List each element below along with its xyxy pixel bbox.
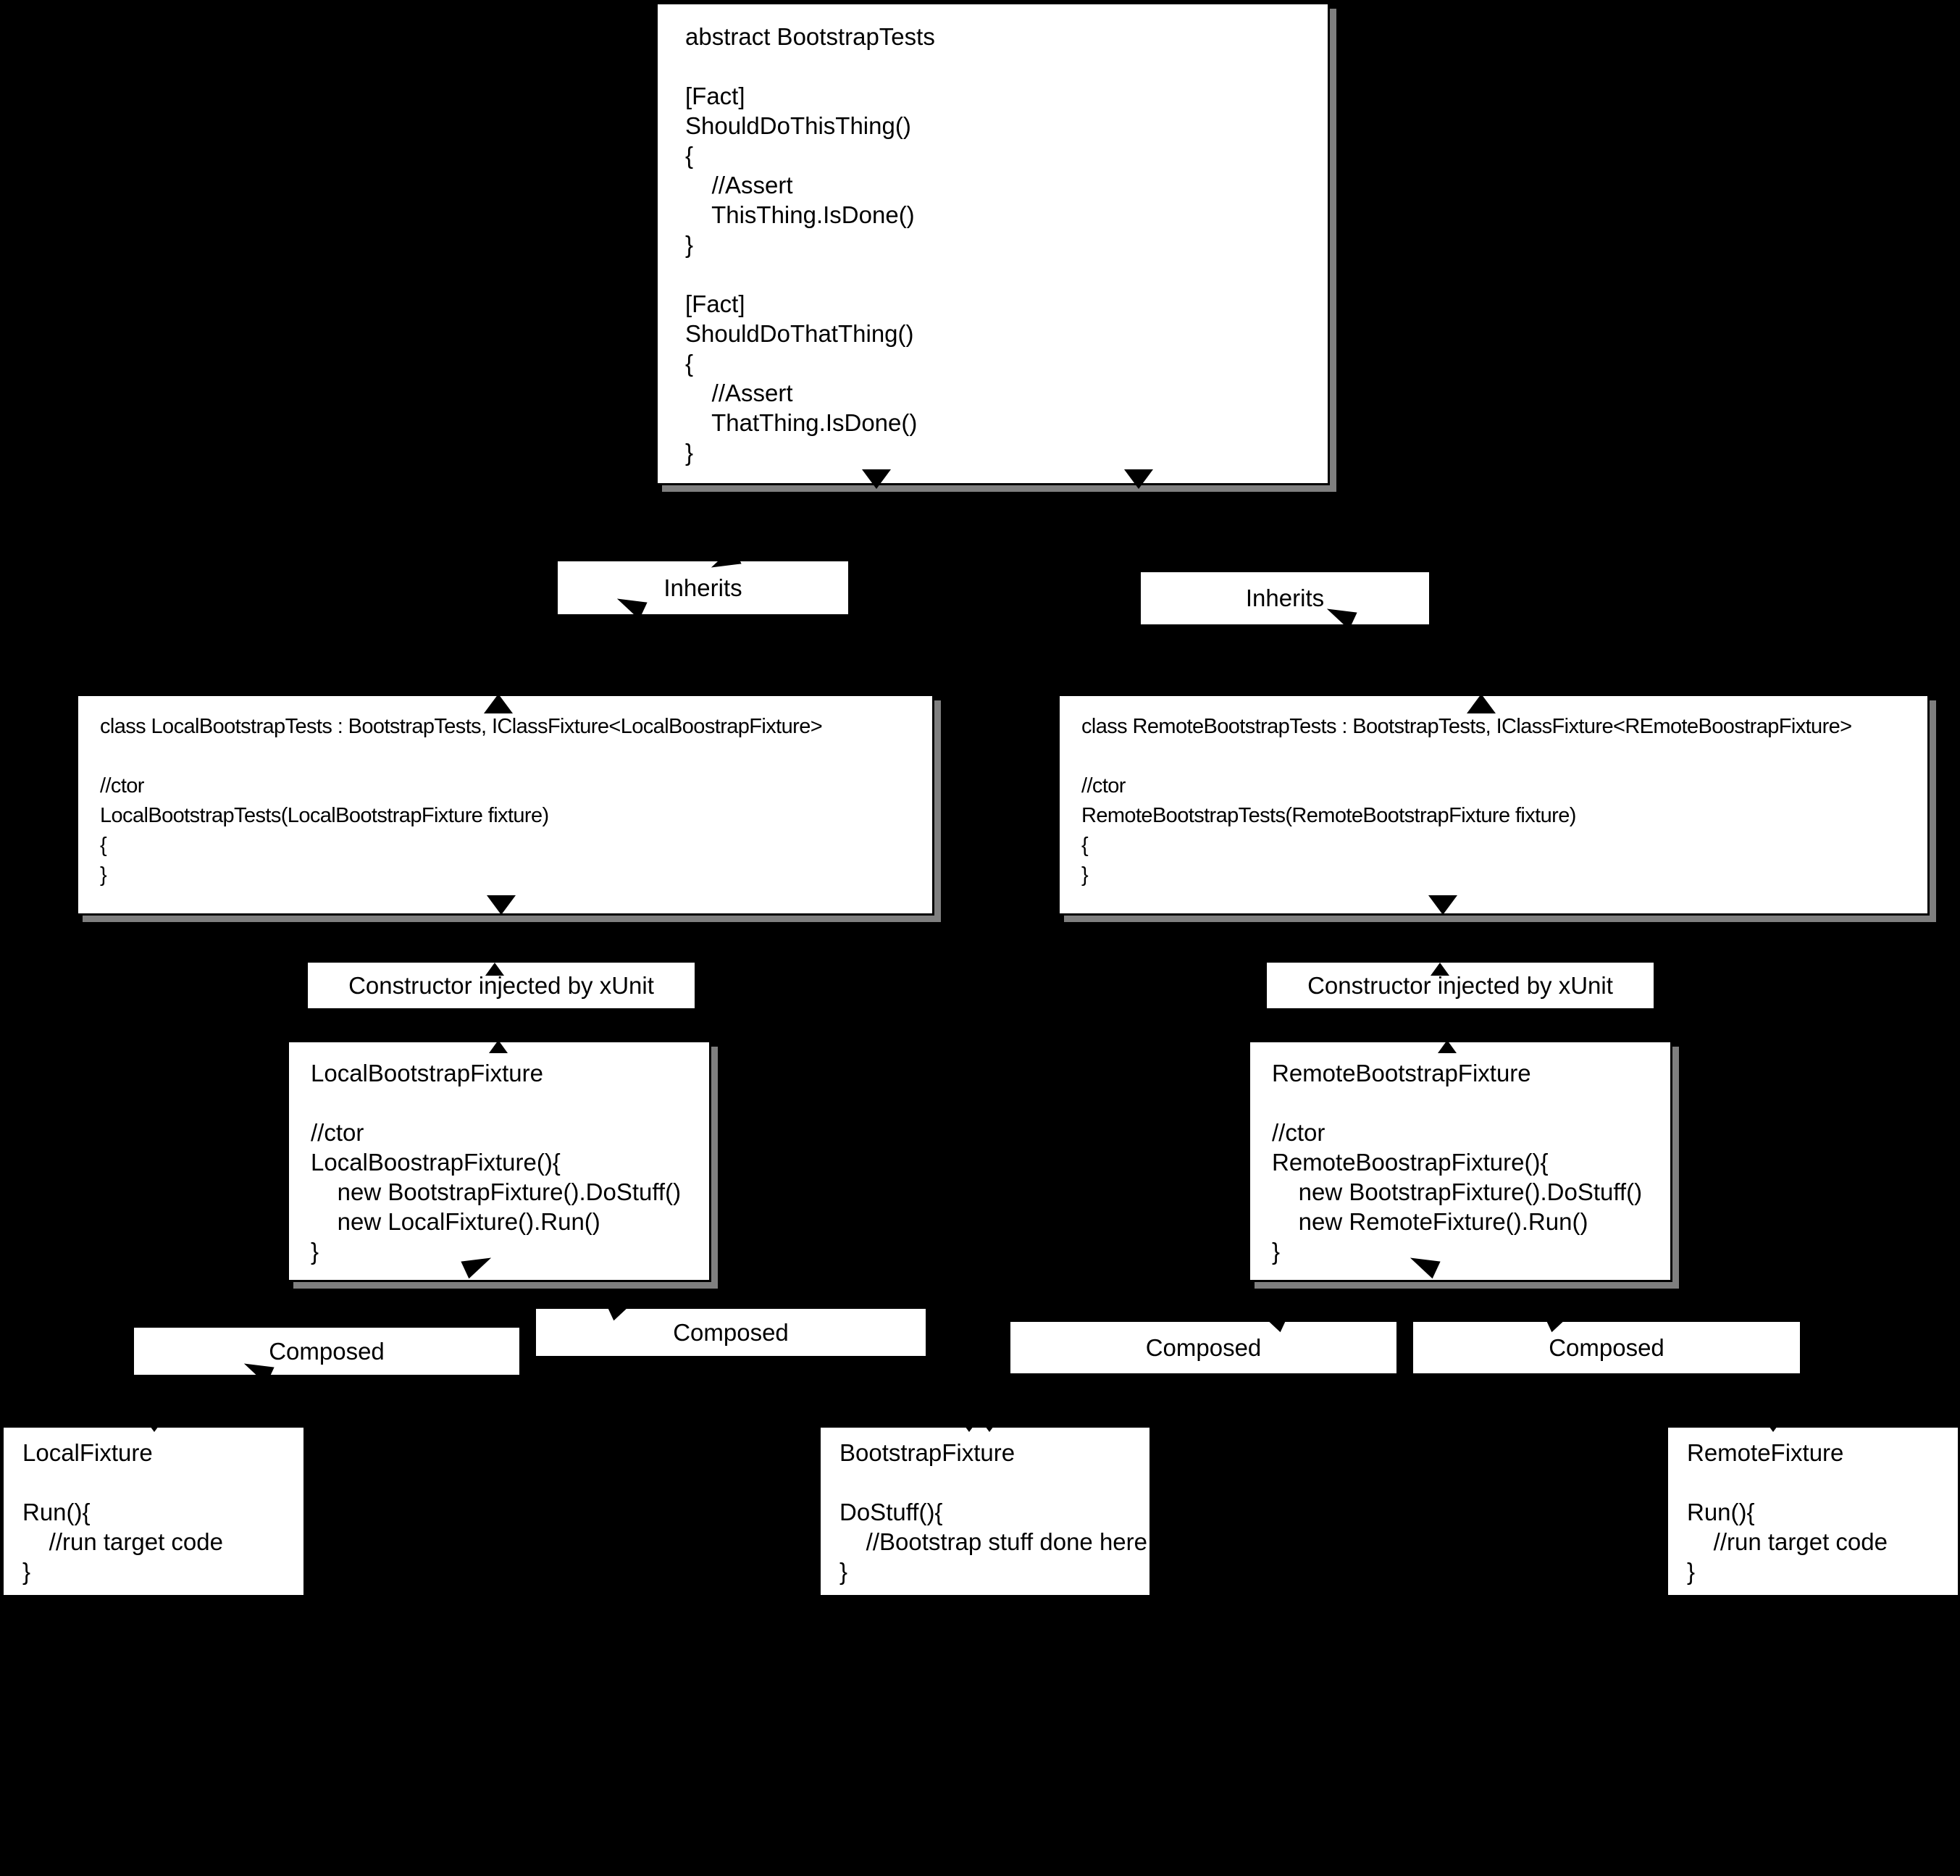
- arrowhead-icon: [485, 963, 504, 976]
- code-line: LocalBootstrapFixture: [311, 1060, 543, 1086]
- code-line: {: [1081, 834, 1089, 857]
- arrowhead-icon: [489, 1040, 508, 1053]
- remote-bootstraptests-box: class RemoteBootstrapTests : BootstrapTe…: [1058, 694, 1930, 916]
- inherits-right-label: Inherits: [1141, 572, 1429, 624]
- code-line: }: [1687, 1558, 1696, 1585]
- code-line: //ctor: [100, 774, 144, 797]
- code-line: //run target code: [22, 1528, 223, 1555]
- local-bootstraptests-box: class LocalBootstrapTests : BootstrapTes…: [76, 694, 934, 916]
- code-line: [311, 1088, 698, 1118]
- code-line: [685, 259, 1313, 289]
- code-line: {: [685, 350, 694, 377]
- composed-label-2: Composed: [536, 1309, 926, 1356]
- code-line: RemoteBootstrapFixture: [1272, 1060, 1531, 1086]
- code-line: }: [685, 439, 694, 466]
- code-line: [1081, 742, 1916, 771]
- code-line: [1687, 1467, 1948, 1497]
- code-line: RemoteFixture: [1687, 1439, 1844, 1466]
- code-line: //run target code: [1687, 1528, 1888, 1555]
- code-line: new LocalFixture().Run(): [311, 1208, 600, 1235]
- arrowhead-icon: [862, 469, 891, 489]
- code-line: [Fact]: [685, 83, 745, 109]
- code-line: [1272, 1088, 1659, 1118]
- arrowhead-icon: [487, 895, 516, 915]
- abstract-bootstraptests-box: abstract BootstrapTests [Fact] ShouldDoThi…: [656, 2, 1330, 485]
- code-line: //ctor: [1272, 1119, 1325, 1146]
- code-line: [22, 1467, 293, 1497]
- code-line: //Bootstrap stuff done here: [839, 1528, 1147, 1555]
- code-line: //ctor: [311, 1119, 364, 1146]
- code-line: new RemoteFixture().Run(): [1272, 1208, 1588, 1235]
- code-line: }: [311, 1238, 319, 1265]
- composed-label-3: Composed: [1010, 1322, 1396, 1373]
- code-line: BootstrapFixture: [839, 1439, 1015, 1466]
- code-line: //Assert: [685, 172, 793, 198]
- code-line: new BootstrapFixture().DoStuff(): [1272, 1178, 1643, 1205]
- arrowhead-icon: [1467, 694, 1496, 713]
- code-line: //Assert: [685, 380, 793, 406]
- code-line: class LocalBootstrapTests : BootstrapTes…: [100, 715, 823, 738]
- code-line: [Fact]: [685, 290, 745, 317]
- code-line: DoStuff(){: [839, 1499, 943, 1525]
- code-line: [839, 1467, 1139, 1497]
- code-line: }: [839, 1558, 848, 1585]
- code-line: new BootstrapFixture().DoStuff(): [311, 1178, 682, 1205]
- code-line: abstract BootstrapTests: [685, 23, 935, 50]
- ctor-injected-right-label: Constructor injected by xUnit: [1267, 963, 1654, 1008]
- arrowhead-icon: [1124, 469, 1153, 489]
- arrowhead-icon: [975, 1412, 1004, 1432]
- composed-label-4: Composed: [1413, 1322, 1800, 1373]
- code-line: {: [100, 834, 107, 857]
- code-line: RemoteBoostrapFixture(){: [1272, 1149, 1549, 1176]
- code-line: ThatThing.IsDone(): [685, 409, 918, 436]
- code-line: }: [1081, 863, 1089, 887]
- code-line: }: [1272, 1238, 1281, 1265]
- code-line: LocalBoostrapFixture(){: [311, 1149, 561, 1176]
- code-line: ShouldDoThisThing(): [685, 112, 911, 139]
- code-line: Run(){: [22, 1499, 91, 1525]
- code-line: }: [22, 1558, 31, 1585]
- arrowhead-icon: [484, 694, 513, 713]
- code-line: ThisThing.IsDone(): [685, 201, 915, 228]
- code-line: }: [100, 863, 107, 887]
- arrowhead-icon: [140, 1412, 169, 1432]
- composed-label-1: Composed: [134, 1328, 519, 1375]
- inherits-left-label: Inherits: [558, 561, 848, 614]
- code-line: class RemoteBootstrapTests : BootstrapTe…: [1081, 715, 1852, 738]
- code-line: ShouldDoThatThing(): [685, 320, 914, 347]
- arrowhead-icon: [1759, 1412, 1788, 1432]
- code-line: RemoteBootstrapTests(RemoteBootstrapFixt…: [1081, 804, 1576, 827]
- code-line: LocalFixture: [22, 1439, 153, 1466]
- code-line: //ctor: [1081, 774, 1126, 797]
- arrowhead-icon: [1428, 895, 1457, 915]
- code-line: {: [685, 142, 694, 169]
- arrowhead-icon: [1438, 1040, 1457, 1053]
- code-line: }: [685, 231, 694, 258]
- code-line: [685, 51, 1313, 81]
- code-line: LocalBootstrapTests(LocalBootstrapFixtur…: [100, 804, 549, 827]
- arrowhead-icon: [1431, 963, 1449, 976]
- code-line: [100, 742, 921, 771]
- code-line: Run(){: [1687, 1499, 1755, 1525]
